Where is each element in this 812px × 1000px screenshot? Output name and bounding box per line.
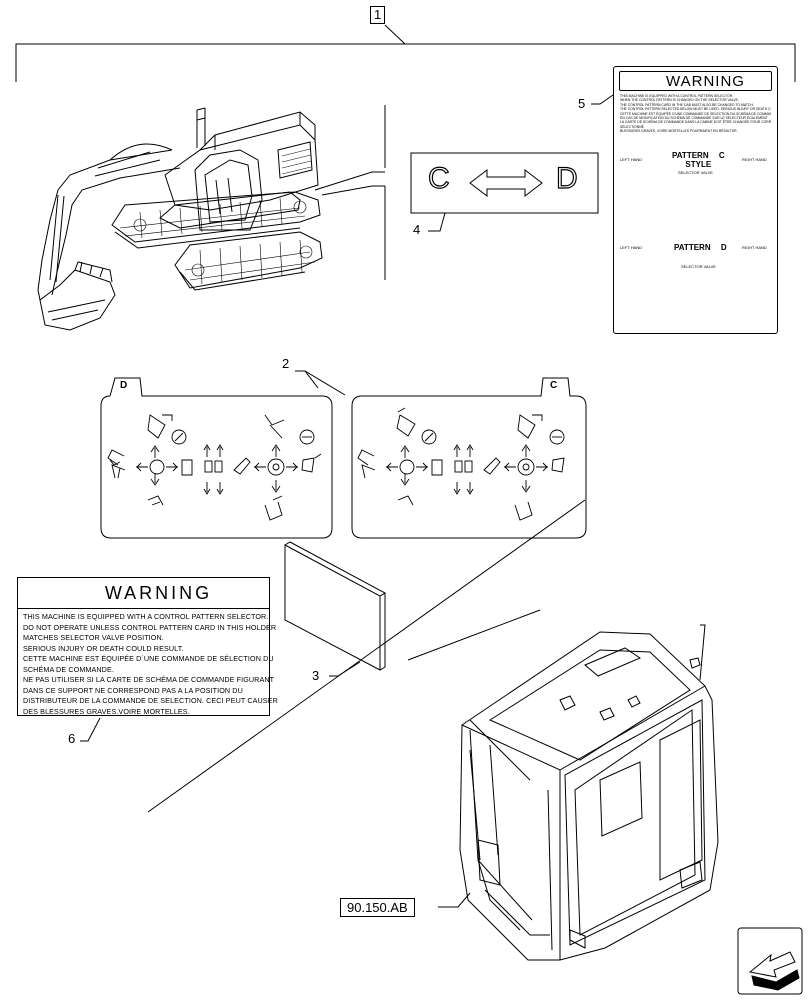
warning-line: DO NOT OPERATE UNLESS CONTROL PATTERN CA… — [23, 622, 277, 632]
warning-title: WARNING — [104, 582, 213, 603]
card-holder-3 — [284, 544, 381, 671]
selector-valve-label-d: SELECTOR VALVE — [681, 264, 716, 269]
left-hand-label-c: LEFT HAND — [620, 157, 643, 162]
card-tab-left: D — [120, 380, 128, 391]
selector-valve-label-c: SELECTOR VALVE — [678, 170, 713, 175]
bucket-outline — [39, 269, 116, 331]
pattern-c-word: PATTERN — [672, 151, 709, 160]
callout-2: 2 — [282, 356, 290, 371]
warning-line: DISTRIBUTEUR DE LA COMMANDE DE SELECTION… — [23, 696, 278, 705]
warning-decal-6: WARNING THIS MACHINE IS EQUIPPED WITH A … — [17, 577, 278, 717]
warning-5-title: WARNING — [666, 72, 745, 90]
warning-text: THIS MACHINE IS EQUIPPED WITH A CONTROL … — [18, 609, 278, 717]
warning-line: NE PAS UTILISER SI LA CARTE DE SCHÉMA DE… — [23, 675, 275, 684]
pattern-c-label: PATTERN C STYLE — [672, 151, 725, 169]
warning-5-text: THIS MACHINE IS EQUIPPED WITH A CONTROL … — [620, 94, 771, 134]
warning-line: SCHÉMA DE COMMANDE. — [23, 664, 114, 674]
warning-line: CETTE MACHINE EST ÉQUIPÉE D´UNE COMMANDE… — [23, 654, 274, 663]
warning-line: SERIOUS INJURY OR DEATH COULD RESULT. — [23, 643, 184, 653]
pattern-card-right-symbols — [357, 407, 565, 521]
warning-5-header: WARNING — [619, 71, 772, 91]
decal-2-card-right — [351, 377, 587, 539]
cab-outline — [194, 149, 263, 231]
warning-line: THIS MACHINE IS EQUIPPED WITH A CONTROL … — [23, 612, 269, 621]
right-hand-label-d: RIGHT HAND — [742, 245, 767, 250]
assembly-bracket — [15, 43, 796, 82]
warning-line: MATCHES SELECTOR VALVE POSITION. — [23, 633, 164, 642]
pattern-d-word: PATTERN — [674, 243, 711, 252]
decal-2-card-left — [100, 377, 333, 539]
callout-1: 1 — [370, 6, 386, 24]
warning-5-line: CETTE MACHINE EST ÉQUIPÉE D'UNE COMMANDE… — [620, 111, 771, 116]
warning-5-line: WHEN THE CONTROL PATTERN IS CHANGED ON T… — [620, 98, 739, 103]
warning-5-line: LA CARTE DE SCHÉMA DE COMMANDE DANS LA C… — [620, 120, 771, 125]
pattern-card-left-symbols — [107, 414, 322, 521]
warning-5-line: EN CAS DE MODIFICATION DU SCHÉMA DE COMM… — [620, 116, 768, 121]
warning-line: DES BLESSURES GRAVES.VOIRE MORTELLES. — [23, 706, 190, 716]
cab-drawing — [459, 624, 719, 961]
callout-3: 3 — [312, 668, 320, 683]
warning-decal-5: WARNING THIS MACHINE IS EQUIPPED WITH A … — [613, 66, 778, 334]
decal-4-letter-left: C — [427, 161, 450, 195]
warning-5-line: BLESSURES GRAVES, VOIRE MORTELLES POURRA… — [620, 129, 738, 134]
card-tab-right: C — [550, 380, 558, 391]
warning-5-line: THE CONTROL PATTERN CARD IN THE CAB MUST… — [620, 102, 754, 107]
reference-link[interactable]: 90.150.AB — [340, 898, 415, 917]
pattern-d-letter: D — [720, 243, 727, 252]
decal-4-letter-right: D — [555, 161, 578, 195]
warning-5-line: THE CONTROL PATTERN SELECTED BELOW MUST … — [620, 107, 771, 112]
warning-line: DANS CE SUPPORT NE CORRESPOND PAS A LA P… — [23, 685, 243, 695]
callout-4: 4 — [413, 222, 421, 237]
warning-header: WARNING — [18, 578, 269, 609]
right-hand-label-c: RIGHT HAND — [742, 157, 767, 162]
excavator-drawing — [37, 105, 386, 331]
pattern-c-letter: C — [718, 151, 725, 160]
decal-4-frame — [410, 152, 599, 214]
double-arrow-icon — [469, 168, 543, 198]
callout-6: 6 — [68, 731, 76, 746]
warning-5-line: SÉLECTIONNÉ. — [620, 124, 645, 129]
pattern-c-style: STYLE — [685, 160, 712, 169]
warning-5-line: THIS MACHINE IS EQUIPPED WITH A CONTROL … — [620, 94, 734, 98]
pattern-d-label: PATTERN D — [674, 243, 727, 252]
left-hand-label-d: LEFT HAND — [620, 245, 643, 250]
callout-5: 5 — [578, 96, 586, 111]
